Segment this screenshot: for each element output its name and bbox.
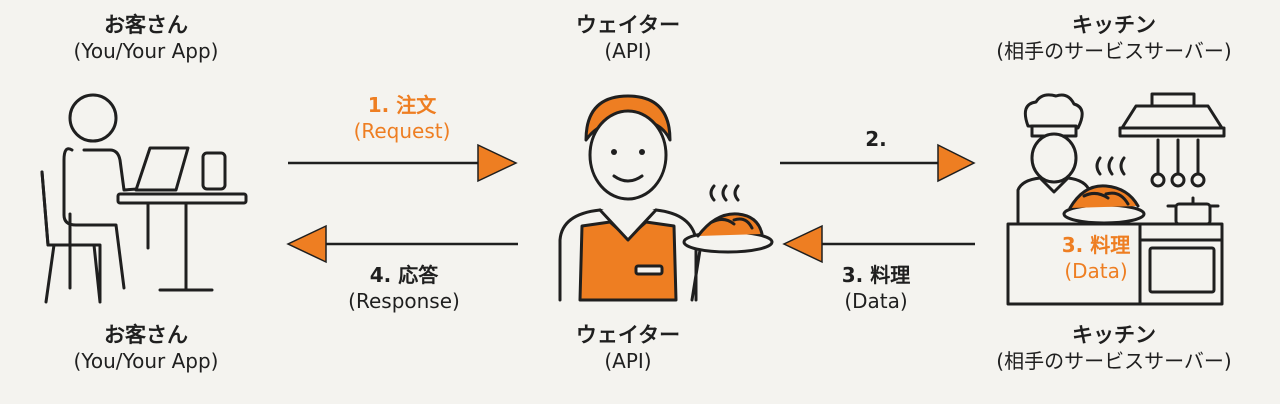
waiter-subtitle: (API) — [604, 348, 652, 373]
waiter-label-top: ウェイター (API) — [576, 12, 680, 64]
kitchen-label-bottom: キッチン (相手のサービスサーバー) — [996, 322, 1231, 374]
customer-title: お客さん — [103, 323, 188, 347]
step-response-label: 4. 応答 (Response) — [348, 262, 460, 315]
step-pass-label: 2. — [865, 126, 887, 152]
waiter-subtitle: (API) — [604, 38, 652, 63]
cook-arrow — [782, 224, 975, 264]
step-request-subtitle: (Request) — [353, 119, 451, 144]
kitchen-title: キッチン — [1072, 323, 1156, 347]
response-arrow — [286, 224, 518, 264]
customer-illustration — [40, 93, 248, 304]
customer-label-top: お客さん (You/Your App) — [74, 12, 219, 64]
step-cook-label: 3. 料理 (Data) — [842, 262, 910, 315]
kitchen-title: キッチン — [1072, 13, 1156, 37]
step-request-label: 1. 注文 (Request) — [354, 92, 451, 145]
step-response-subtitle: (Response) — [348, 289, 460, 314]
step-pass-title: 2. — [865, 127, 887, 151]
waiter-illustration — [558, 94, 774, 302]
kitchen-label-top: キッチン (相手のサービスサーバー) — [996, 12, 1231, 64]
waiter-label-bottom: ウェイター (API) — [576, 322, 680, 374]
customer-label-bottom: お客さん (You/Your App) — [74, 322, 219, 374]
kitchen-subtitle: (相手のサービスサーバー) — [996, 38, 1232, 63]
waiter-title: ウェイター — [575, 13, 681, 37]
step-cook-subtitle: (Data) — [844, 289, 908, 314]
request-arrow — [288, 143, 518, 183]
kitchen-dish-subtitle: (Data) — [1064, 259, 1128, 284]
kitchen-dish-title: 3. 料理 — [1061, 233, 1131, 257]
customer-title: お客さん — [103, 13, 188, 37]
step-response-title: 4. 応答 — [369, 263, 439, 287]
waiter-title: ウェイター — [575, 323, 681, 347]
kitchen-illustration — [1006, 92, 1226, 306]
customer-subtitle: (You/Your App) — [73, 38, 219, 63]
kitchen-subtitle: (相手のサービスサーバー) — [996, 348, 1232, 373]
customer-subtitle: (You/Your App) — [73, 348, 219, 373]
kitchen-dish-label: 3. 料理 (Data) — [1062, 232, 1130, 285]
step-request-title: 1. 注文 — [367, 93, 437, 117]
pass-arrow — [780, 143, 976, 183]
step-cook-title: 3. 料理 — [841, 263, 911, 287]
